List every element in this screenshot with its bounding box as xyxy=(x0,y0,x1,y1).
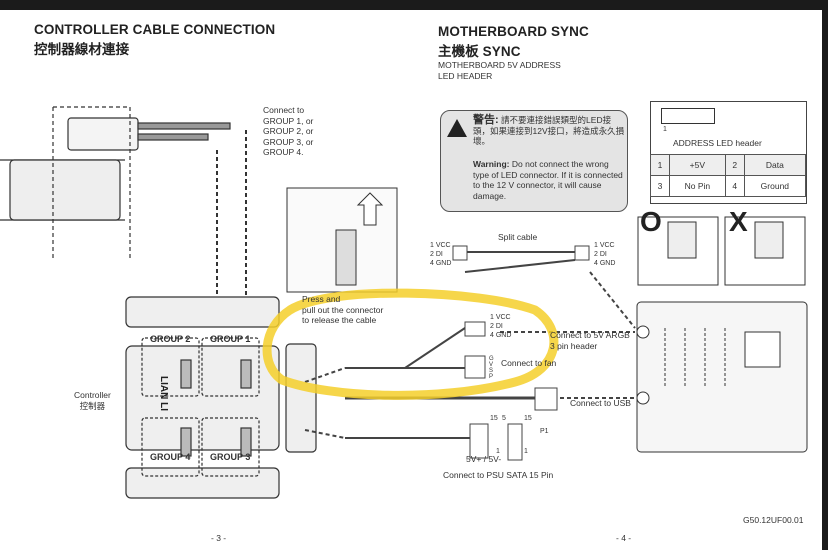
warning-icon xyxy=(447,119,467,137)
header-pins-icon xyxy=(661,108,715,124)
split-cable-label: Split cable xyxy=(498,232,538,242)
doc-code: G50.12UF00.01 xyxy=(743,515,804,525)
release-inset xyxy=(286,187,398,293)
correct-mark: O xyxy=(640,206,662,237)
connect-fan-label: Connect to fan xyxy=(501,358,557,368)
brand-logo: LIAN LI xyxy=(158,376,169,411)
orientation-panels xyxy=(637,216,806,286)
fan-module xyxy=(0,106,247,305)
right-title-zh: 主機板 SYNC xyxy=(438,44,521,59)
page-number-right: - 4 - xyxy=(616,533,632,543)
left-title: CONTROLLER CABLE CONNECTION xyxy=(34,22,276,37)
cables xyxy=(304,245,636,461)
group-1-label: GROUP 1 xyxy=(210,334,251,344)
manual-page: CONTROLLER CABLE CONNECTION 控制器線材連接 Conn… xyxy=(0,10,822,550)
sata-connect-label: Connect to PSU SATA 15 Pin xyxy=(443,470,554,480)
controller-hub xyxy=(125,296,317,499)
group-4-label: GROUP 4 xyxy=(150,452,191,462)
group-3-label: GROUP 3 xyxy=(210,452,251,462)
left-title-zh: 控制器線材連接 xyxy=(34,42,130,57)
fan-pins-label: G V S P xyxy=(489,356,494,380)
header-label: ADDRESS LED header xyxy=(673,138,762,148)
wrong-mark: X xyxy=(729,206,748,237)
wiring-diagram xyxy=(0,106,808,499)
warning-box: 警告: 請不要連接錯誤類型的LED接頭，如果連接到12V接口，將造成永久損壞。 … xyxy=(440,110,628,212)
group-2-label: GROUP 2 xyxy=(150,334,191,344)
page-number-left: - 3 - xyxy=(211,533,227,543)
highlight-circle xyxy=(262,288,559,400)
motherboard xyxy=(636,301,808,453)
connect-usb-label: Connect to USB xyxy=(570,398,631,408)
right-title: MOTHERBOARD SYNC xyxy=(438,24,589,39)
sata-voltage-label: 5V+ / 5V- xyxy=(466,454,502,464)
